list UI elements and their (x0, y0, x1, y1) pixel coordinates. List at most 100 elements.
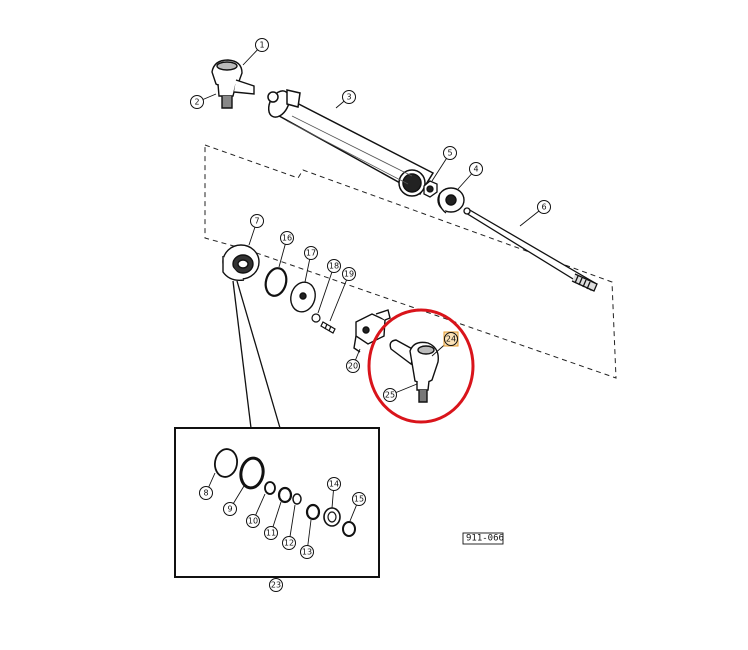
callout-number-5: 5 (447, 149, 452, 158)
callout-19: 19 (329, 267, 356, 322)
callout-number-1: 1 (259, 41, 264, 50)
upper-ball-joint (211, 59, 255, 109)
callout-circle-25 (383, 388, 397, 402)
callout-number-8: 8 (203, 489, 208, 498)
callout-circle-6 (537, 200, 551, 214)
callout-number-11: 11 (266, 529, 276, 538)
callout-1: 1 (242, 38, 269, 66)
callout-number-7: 7 (254, 217, 259, 226)
callout-8: 8 (199, 472, 216, 500)
callout-4: 4 (457, 162, 483, 190)
callout-circle-11 (264, 526, 278, 540)
callout-circle-14 (327, 477, 341, 491)
callout-circle-17 (304, 246, 318, 260)
callout-number-14: 14 (329, 480, 339, 489)
callout-number-16: 16 (282, 234, 292, 243)
callout-number-4: 4 (473, 165, 478, 174)
callout-circle-13 (300, 545, 314, 559)
tie-rod-end (389, 339, 439, 403)
lock-plate (290, 281, 316, 313)
callout-circle-7 (250, 214, 264, 228)
callout-circle-9 (223, 502, 237, 516)
callout-circle-12 (282, 536, 296, 550)
retaining-ring (264, 267, 288, 297)
seal-part-10 (264, 481, 276, 495)
screw-part-19 (320, 321, 336, 334)
callout-18: 18 (317, 259, 341, 314)
leader-line-18 (317, 265, 335, 314)
callout-circle-1 (255, 38, 269, 52)
callout-25: 25 (383, 383, 418, 402)
callout-circle-10 (246, 514, 260, 528)
callout-3: 3 (335, 90, 356, 109)
callout-circle-20 (346, 359, 360, 373)
callout-20: 20 (346, 348, 361, 373)
callout-circle-24 (444, 332, 458, 346)
drawing-number-box: 911-066 (462, 532, 504, 545)
callout-23: 23 (269, 577, 283, 592)
drawing-number: 911-066 (466, 534, 504, 544)
callout-circle-5 (443, 146, 457, 160)
callout-number-19: 19 (344, 270, 354, 279)
callout-number-13: 13 (302, 548, 312, 557)
nut-part-5 (423, 180, 438, 198)
callout-5: 5 (431, 146, 457, 182)
callout-number-20: 20 (348, 362, 358, 371)
callout-number-9: 9 (227, 505, 232, 514)
o-ring-part-8 (213, 448, 239, 478)
callout-13: 13 (300, 519, 314, 559)
callout-circle-16 (280, 231, 294, 245)
callout-circle-18 (327, 259, 341, 273)
callout-7: 7 (248, 214, 264, 246)
callout-14: 14 (327, 477, 341, 509)
callout-9: 9 (223, 485, 245, 516)
piston-rod (463, 207, 598, 292)
callout-number-24: 24 (446, 335, 456, 344)
callout-number-2: 2 (194, 98, 199, 107)
callout-number-25: 25 (385, 391, 395, 400)
callout-circle-19 (342, 267, 356, 281)
callout-24: 24 (431, 331, 459, 357)
inset-leader-right (236, 280, 281, 429)
callout-number-17: 17 (306, 249, 316, 258)
gland-assembly (222, 244, 260, 282)
callout-2: 2 (190, 93, 217, 109)
callout-circle-15 (352, 492, 366, 506)
callout-circle-2 (190, 95, 204, 109)
callout-number-3: 3 (346, 93, 351, 102)
leader-line-19 (329, 273, 350, 322)
callout-number-15: 15 (354, 495, 364, 504)
callout-number-12: 12 (284, 539, 294, 548)
callout-16: 16 (278, 231, 294, 268)
callout-circle-8 (199, 486, 213, 500)
washer-part-18 (311, 313, 321, 323)
callout-number-23: 23 (271, 581, 281, 590)
seal-part-11 (277, 486, 293, 504)
seal-kit-inset-box (174, 427, 380, 578)
seal-part-13 (305, 503, 321, 521)
ring-part-12 (292, 493, 302, 505)
highlight-circle (367, 308, 475, 424)
cylinder-barrel (267, 89, 435, 197)
clamp-part-20 (353, 309, 391, 353)
callout-circle-4 (469, 162, 483, 176)
callout-10: 10 (246, 493, 266, 528)
callout-number-6: 6 (541, 203, 546, 212)
callout-12: 12 (282, 504, 296, 550)
callout-15: 15 (349, 492, 366, 522)
callout-6: 6 (519, 200, 551, 227)
callout-circle-23 (269, 578, 283, 592)
piston-part-4 (437, 187, 465, 214)
assembly-dashed-outline (204, 144, 617, 379)
backup-ring-part-9 (239, 456, 265, 490)
callout-17: 17 (304, 246, 318, 283)
callout-number-18: 18 (329, 262, 339, 271)
seal-kit-parts (213, 448, 356, 537)
snap-ring-part-15 (342, 521, 356, 537)
inset-leader-left (232, 280, 252, 429)
callout-circle-3 (342, 90, 356, 104)
callout-11: 11 (264, 501, 282, 540)
callout-number-10: 10 (248, 517, 258, 526)
